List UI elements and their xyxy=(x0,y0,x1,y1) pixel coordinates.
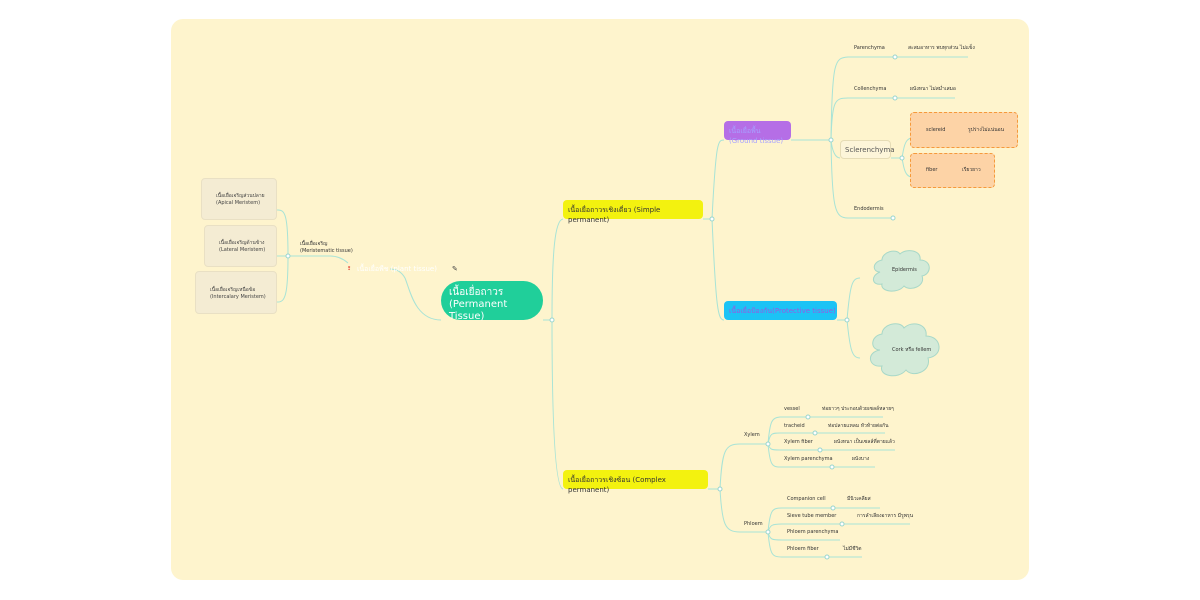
parenchyma-label[interactable]: Parenchyma xyxy=(854,45,885,51)
collenchyma-note[interactable]: ผนังหนา ไม่สม่ำเสมอ xyxy=(910,86,956,92)
central-topic-line2: (Permanent Tissue) xyxy=(449,299,508,322)
meristem-card-line1: เนื้อเยื่อเจริญเหนือข้อ xyxy=(210,287,256,293)
meristem-label-line2: (Meristematic tissue) xyxy=(300,248,353,254)
meristem-card-line1: เนื้อเยื่อเจริญด้านข้าง xyxy=(219,240,265,246)
xylem-item-label[interactable]: Xylem parenchyma xyxy=(784,456,833,462)
meristem-card-line2: (Intercalary Meristem) xyxy=(210,294,266,300)
complex-permanent-topic[interactable]: เนื้อเยื่อถาวรเชิงซ้อน (Complex permanen… xyxy=(563,470,708,494)
xylem-item-note[interactable]: ท่อปลายแหลม หัวท้ายต่อกัน xyxy=(828,423,889,429)
meristem-card-line2: (Lateral Meristem) xyxy=(219,247,266,253)
phloem-item-label[interactable]: Phloem parenchyma xyxy=(787,529,839,535)
xylem-label[interactable]: Xylem xyxy=(744,432,760,438)
meristem-card-apical[interactable]: เนื้อเยื่อเจริญส่วนปลาย (Apical Meristem… xyxy=(201,178,277,220)
central-topic-line1: เนื้อเยื่อถาวร xyxy=(449,287,504,298)
xylem-item-note[interactable]: ผนังบาง xyxy=(852,456,870,462)
protective-tissue-topic[interactable]: เนื้อเยื่อป้องกัน(Protective tissue) xyxy=(724,301,837,320)
phloem-item-note[interactable]: ไม่มีชีวิต xyxy=(843,546,862,552)
phloem-item-note[interactable]: การลำเลียงอาหาร มีรูพรุน xyxy=(857,513,914,519)
mindmap-canvas xyxy=(171,19,1029,580)
phloem-item-note[interactable]: มีนิวเคลียส xyxy=(847,496,871,502)
phloem-item-label[interactable]: Sieve tube member xyxy=(787,513,837,519)
phloem-item-label[interactable]: Phloem fiber xyxy=(787,546,819,552)
meristem-card-line2: (Apical Meristem) xyxy=(216,200,261,206)
meristem-card-intercalary[interactable]: เนื้อเยื่อเจริญเหนือข้อ (Intercalary Mer… xyxy=(195,271,277,314)
endodermis-label[interactable]: Endodermis xyxy=(854,206,884,212)
simple-permanent-topic[interactable]: เนื้อเยื่อถาวรเชิงเดี่ยว (Simple permane… xyxy=(563,200,703,224)
phloem-label[interactable]: Phloem xyxy=(744,521,763,527)
collenchyma-label[interactable]: Collenchyma xyxy=(854,86,887,92)
ground-tissue-label: เนื้อเยื่อพื้น (Ground tissue) xyxy=(729,127,784,145)
complex-permanent-label: เนื้อเยื่อถาวรเชิงซ้อน (Complex permanen… xyxy=(568,476,666,494)
xylem-item-label[interactable]: vessel xyxy=(784,406,800,412)
central-topic[interactable]: เนื้อเยื่อถาวร (Permanent Tissue) xyxy=(441,281,543,322)
fiber-note[interactable]: เรียวยาว xyxy=(962,167,981,173)
simple-permanent-label: เนื้อเยื่อถาวรเชิงเดี่ยว (Simple permane… xyxy=(568,206,661,224)
parent-topic-label[interactable]: เนื้อเยื่อพืช (plant tissue) xyxy=(357,265,437,273)
fiber-box[interactable] xyxy=(910,153,995,188)
sclereid-note[interactable]: รูปร่างไม่แน่นอน xyxy=(968,127,1005,133)
xylem-item-label[interactable]: Xylem fiber xyxy=(784,439,813,445)
protective-tissue-label: เนื้อเยื่อป้องกัน(Protective tissue) xyxy=(729,307,836,315)
parenchyma-note[interactable]: สะสมอาหาร พบทุกส่วน ไม่แข็ง xyxy=(908,45,975,51)
sclereid-label[interactable]: sclereid xyxy=(926,127,946,133)
sclereid-box[interactable] xyxy=(910,112,1018,148)
meristem-label[interactable]: เนื้อเยื่อเจริญ (Meristematic tissue) xyxy=(300,241,353,255)
xylem-item-label[interactable]: tracheid xyxy=(784,423,805,429)
cork-label[interactable]: Cork หรือ fellem xyxy=(892,347,932,353)
meristem-card-line1: เนื้อเยื่อเจริญส่วนปลาย xyxy=(216,193,265,199)
meristem-card-lateral[interactable]: เนื้อเยื่อเจริญด้านข้าง (Lateral Meriste… xyxy=(204,225,277,267)
parent-topic-marker-icon: ❢ xyxy=(347,266,352,272)
sclerenchyma-topic[interactable]: Sclerenchyma xyxy=(840,140,895,159)
xylem-item-note[interactable]: ท่อยาวๆ ประกอบด้วยเซลล์หลายๆ xyxy=(822,406,894,412)
meristem-label-line1: เนื้อเยื่อเจริญ xyxy=(300,241,328,247)
ground-tissue-topic[interactable]: เนื้อเยื่อพื้น (Ground tissue) xyxy=(724,121,791,145)
note-icon[interactable]: ✎ xyxy=(452,265,458,273)
epidermis-label[interactable]: Epidermis xyxy=(892,267,917,273)
fiber-label[interactable]: fiber xyxy=(926,167,938,173)
xylem-item-note[interactable]: ผนังหนา เป็นเซลล์ที่ตายแล้ว xyxy=(834,439,895,445)
phloem-item-label[interactable]: Companion cell xyxy=(787,496,826,502)
sclerenchyma-label: Sclerenchyma xyxy=(845,146,895,154)
